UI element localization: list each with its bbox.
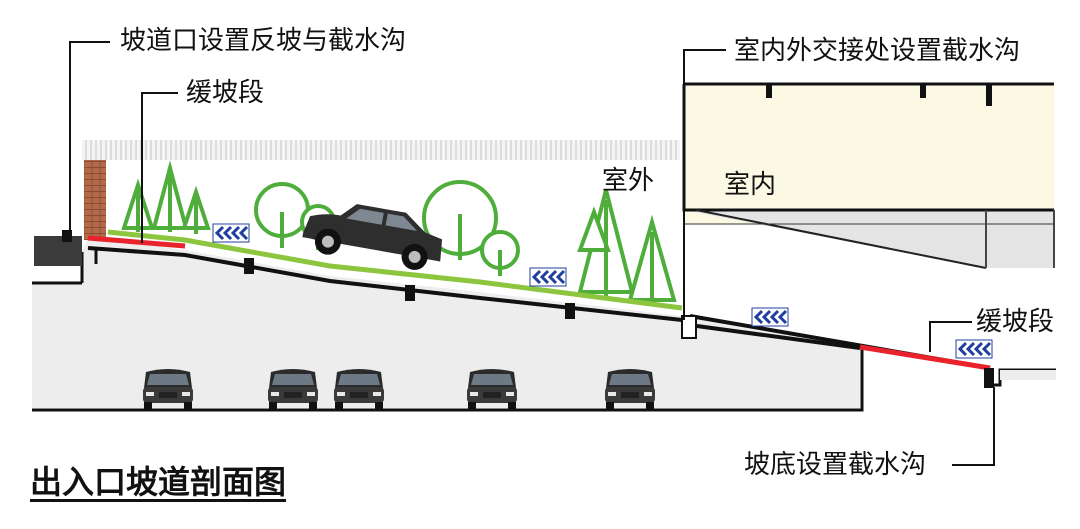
callout-bottom-right: 坡底设置截水沟	[744, 450, 927, 480]
callout-slow-slope-top: 缓坡段	[186, 78, 265, 108]
junction-drain	[681, 315, 697, 339]
leader-lines	[69, 41, 995, 466]
tree-icon	[121, 160, 677, 306]
slow-slope-bottom	[859, 344, 991, 371]
callout-slow-slope-bottom: 缓坡段	[976, 307, 1055, 337]
ground-section	[32, 238, 1056, 412]
brick-wall-icon	[84, 160, 106, 240]
top-left-drain	[34, 230, 82, 266]
zone-indoor-label: 室内	[724, 170, 777, 200]
chevron-sign-icon	[211, 222, 251, 244]
chevron-sign-icon	[528, 266, 568, 288]
bottom-drain	[984, 368, 994, 388]
car-icon	[302, 204, 443, 270]
grass-strip	[107, 229, 683, 311]
callout-top-right: 室内外交接处设置截水沟	[734, 36, 1021, 66]
slow-slope-top	[87, 235, 186, 249]
chevron-sign-icon	[954, 338, 994, 360]
callout-top-left: 坡道口设置反坡与截水沟	[120, 26, 407, 56]
fence-icon	[82, 140, 680, 160]
chevron-sign-icon	[750, 306, 790, 328]
building-block	[682, 82, 1055, 269]
zone-outdoor-label: 室外	[602, 166, 655, 196]
diagram-title: 出入口坡道剖面图	[30, 463, 287, 501]
